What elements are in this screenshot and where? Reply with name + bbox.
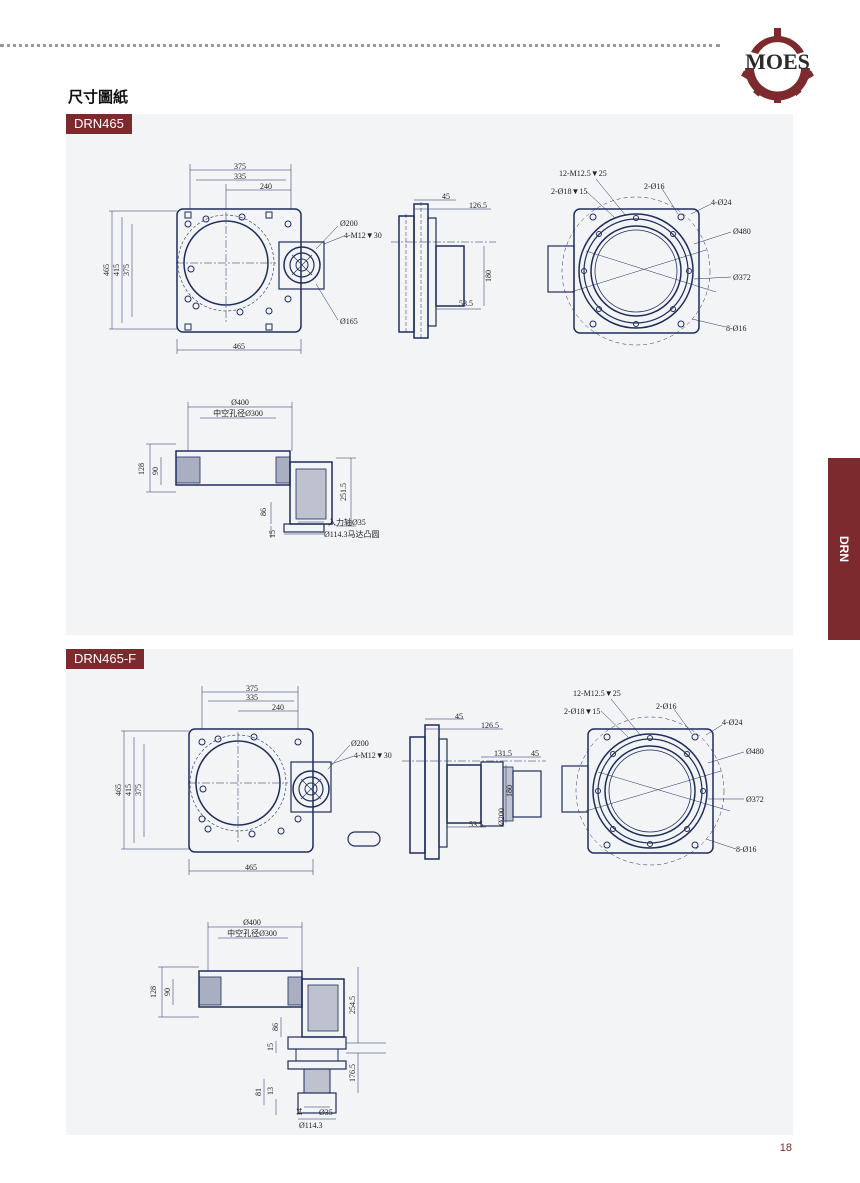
dim-254-5: 254.5 (348, 996, 357, 1014)
dim-465-w: 465 (233, 342, 245, 351)
label-c372: Ø372 (746, 795, 764, 804)
dim-c200-vertical: Ø200 (497, 808, 506, 826)
label-hollow-300: 中空孔径Ø300 (213, 408, 263, 418)
drawing-panel-drn465-f (66, 649, 793, 1135)
label-c480: Ø480 (746, 747, 764, 756)
dim-415: 415 (112, 264, 121, 276)
dim-180: 180 (505, 785, 514, 797)
dim-53-5: 53.5 (469, 820, 483, 829)
dim-375-h: 375 (122, 264, 131, 276)
label-c35: Ø35 (319, 1108, 333, 1117)
label-c165: Ø165 (340, 317, 358, 326)
dim-240: 240 (272, 703, 284, 712)
label-12-m12-5: 12-M12.5▼25 (573, 689, 621, 698)
label-2-d16: 2-Ø16 (656, 702, 676, 711)
dim-126-5: 126.5 (469, 201, 487, 210)
dim-86: 86 (271, 1023, 280, 1031)
label-input-shaft: 入力轴Ø35 (328, 517, 366, 527)
dim-45: 45 (455, 712, 463, 721)
dim-128: 128 (149, 986, 158, 998)
dim-465-w: 465 (245, 863, 257, 872)
side-tab-drn[interactable]: DRN (828, 458, 860, 640)
dim-131-5: 131.5 (494, 749, 512, 758)
dim-375: 375 (234, 162, 246, 171)
dim-375: 375 (246, 684, 258, 693)
label-2-d16: 2-Ø16 (644, 182, 664, 191)
label-motor-boss: Ø114.3马达凸圆 (324, 529, 379, 539)
label-12-m12-5: 12-M12.5▼25 (559, 169, 607, 178)
label-c200: Ø200 (340, 219, 358, 228)
label-c372: Ø372 (733, 273, 751, 282)
page-number: 18 (779, 1142, 792, 1154)
dim-13: 13 (266, 1087, 275, 1095)
label-c400: Ø400 (231, 398, 249, 407)
label-c400: Ø400 (243, 918, 261, 927)
label-c480: Ø480 (733, 227, 751, 236)
label-2-d18: 2-Ø18▼15 (551, 187, 587, 196)
dim-240: 240 (260, 182, 272, 191)
dim-375-h: 375 (134, 784, 143, 796)
label-m12: 4-M12▼30 (354, 751, 392, 760)
dim-45-b: 45 (531, 749, 539, 758)
dim-90: 90 (151, 467, 160, 475)
label-4-d24: 4-Ø24 (711, 198, 731, 207)
label-hollow-300: 中空孔径Ø300 (227, 928, 277, 938)
dim-15: 15 (268, 530, 277, 538)
dim-128: 128 (137, 463, 146, 475)
label-4-d24: 4-Ø24 (722, 718, 742, 727)
label-2-d18: 2-Ø18▼15 (564, 707, 600, 716)
drawing-drn465-f: 375 335 240 465 465 415 375 Ø200 4-M12▼3… (114, 684, 764, 1130)
drawing-drn465: 375 335 240 465 465 415 375 Ø200 4-M12▼3… (102, 162, 751, 539)
dim-176-5: 176.5 (348, 1064, 357, 1082)
dim-415: 415 (124, 784, 133, 796)
section-tag-drn465-f: DRN465-F (66, 649, 145, 669)
header-dotted-rule (0, 44, 720, 47)
dim-465-h: 465 (102, 264, 111, 276)
dim-81: 81 (254, 1088, 263, 1096)
dim-14: 14 (295, 1108, 304, 1116)
section-tag-drn465: DRN465 (66, 114, 132, 134)
moes-logo: MOES (741, 28, 814, 103)
dim-86: 86 (259, 508, 268, 516)
logo-text: MOES (745, 49, 810, 74)
label-c200: Ø200 (351, 739, 369, 748)
page-title: 尺寸圖紙 (68, 89, 129, 106)
label-c114-3: Ø114.3 (299, 1121, 322, 1130)
dim-15: 15 (266, 1043, 275, 1051)
dim-126-5: 126.5 (481, 721, 499, 730)
dim-53-5: 53.5 (459, 299, 473, 308)
dim-335: 335 (246, 693, 258, 702)
dim-251-5: 251.5 (339, 483, 348, 501)
label-8-d16: 8-Ø16 (726, 324, 746, 333)
label-m12: 4-M12▼30 (344, 231, 382, 240)
dim-335: 335 (234, 172, 246, 181)
dim-180: 180 (484, 270, 493, 282)
label-8-d16: 8-Ø16 (736, 845, 756, 854)
drawing-panel-drn465 (66, 114, 793, 635)
dim-90: 90 (163, 988, 172, 996)
dim-465-h: 465 (114, 784, 123, 796)
side-tab-label: DRN (837, 536, 851, 562)
dim-45: 45 (442, 192, 450, 201)
